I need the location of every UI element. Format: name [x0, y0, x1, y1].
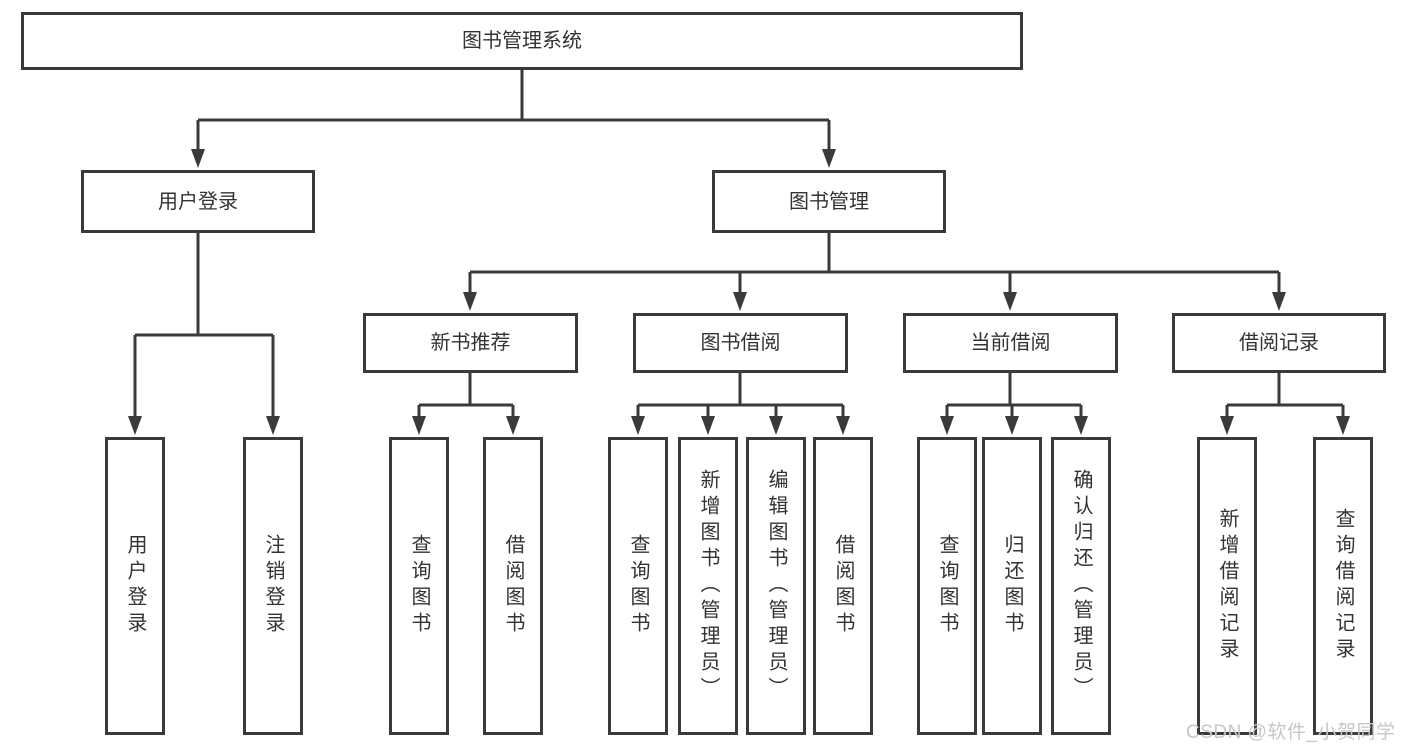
node-library-management-system-label: 图书管理系统: [462, 30, 582, 52]
leaf-borrowing-edit-books-admin: 编辑图书（管理员）: [746, 437, 806, 735]
node-book-management-label: 图书管理: [789, 190, 869, 213]
node-user-login-label: 用户登录: [158, 190, 238, 213]
arrowheads: [128, 149, 1350, 435]
leaf-borrowing-add-books-admin-label: 新增图书（管理员）: [697, 469, 719, 703]
leaf-newbooks-query-books-label: 查询图书: [408, 534, 430, 638]
node-book-borrowing: 图书借阅: [633, 313, 848, 373]
leaf-borrowing-query-books: 查询图书: [608, 437, 668, 735]
leaf-records-query-record-label: 查询借阅记录: [1332, 508, 1354, 664]
watermark: CSDN @软件_小贺同学: [1186, 722, 1396, 743]
node-borrowing-records: 借阅记录: [1172, 313, 1386, 373]
node-current-borrowing-label: 当前借阅: [970, 332, 1051, 354]
leaf-current-return-books-label: 归还图书: [1001, 534, 1023, 638]
leaf-borrowing-borrow-books-label: 借阅图书: [832, 534, 854, 638]
leaf-current-confirm-return-admin: 确认归还（管理员）: [1051, 437, 1111, 735]
node-library-management-system: 图书管理系统: [21, 12, 1023, 70]
node-book-management: 图书管理: [712, 170, 946, 233]
node-user-login: 用户登录: [81, 170, 315, 233]
node-new-book-recommendation-label: 新书推荐: [430, 332, 511, 354]
leaf-borrowing-query-books-label: 查询图书: [627, 534, 649, 638]
leaf-newbooks-query-books: 查询图书: [389, 437, 449, 735]
leaf-current-confirm-return-admin-label: 确认归还（管理员）: [1070, 469, 1092, 703]
leaf-user-login: 用户登录: [105, 437, 165, 735]
node-borrowing-records-label: 借阅记录: [1239, 332, 1319, 354]
leaf-borrowing-add-books-admin: 新增图书（管理员）: [678, 437, 738, 735]
node-current-borrowing: 当前借阅: [903, 313, 1118, 373]
leaf-borrowing-borrow-books: 借阅图书: [813, 437, 873, 735]
leaf-newbooks-borrow-books-label: 借阅图书: [502, 534, 524, 638]
leaf-borrowing-edit-books-admin-label: 编辑图书（管理员）: [765, 469, 787, 703]
leaf-user-login-label: 用户登录: [124, 534, 146, 638]
leaf-logout-label: 注销登录: [262, 534, 284, 638]
leaf-logout: 注销登录: [243, 437, 303, 735]
leaf-records-query-record: 查询借阅记录: [1313, 437, 1373, 735]
leaf-current-return-books: 归还图书: [982, 437, 1042, 735]
leaf-newbooks-borrow-books: 借阅图书: [483, 437, 543, 735]
node-new-book-recommendation: 新书推荐: [363, 313, 578, 373]
leaf-current-query-books: 查询图书: [917, 437, 977, 735]
leaf-records-add-record-label: 新增借阅记录: [1216, 508, 1238, 664]
leaf-current-query-books-label: 查询图书: [936, 534, 958, 638]
leaf-records-add-record: 新增借阅记录: [1197, 437, 1257, 735]
node-book-borrowing-label: 图书借阅: [700, 332, 781, 354]
